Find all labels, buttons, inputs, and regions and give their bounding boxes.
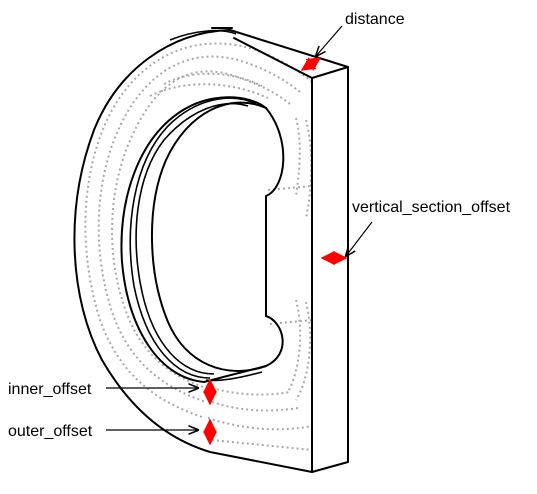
distance-dimension-arrow [300,57,322,71]
outer-offset-label: outer_offset [8,423,93,440]
distance-leader [316,25,343,56]
distance-label: distance [345,11,405,28]
vertical-section-offset-leader [346,221,373,256]
inner-offset-label: inner_offset [8,381,92,398]
part-outline [73,27,349,473]
leader-lines [106,25,373,430]
hidden-contours [84,42,313,451]
dimension-labels: distance vertical_section_offset inner_o… [8,11,511,440]
dimension-arrows [203,57,348,446]
vertical-section-offset-label: vertical_section_offset [352,199,511,216]
